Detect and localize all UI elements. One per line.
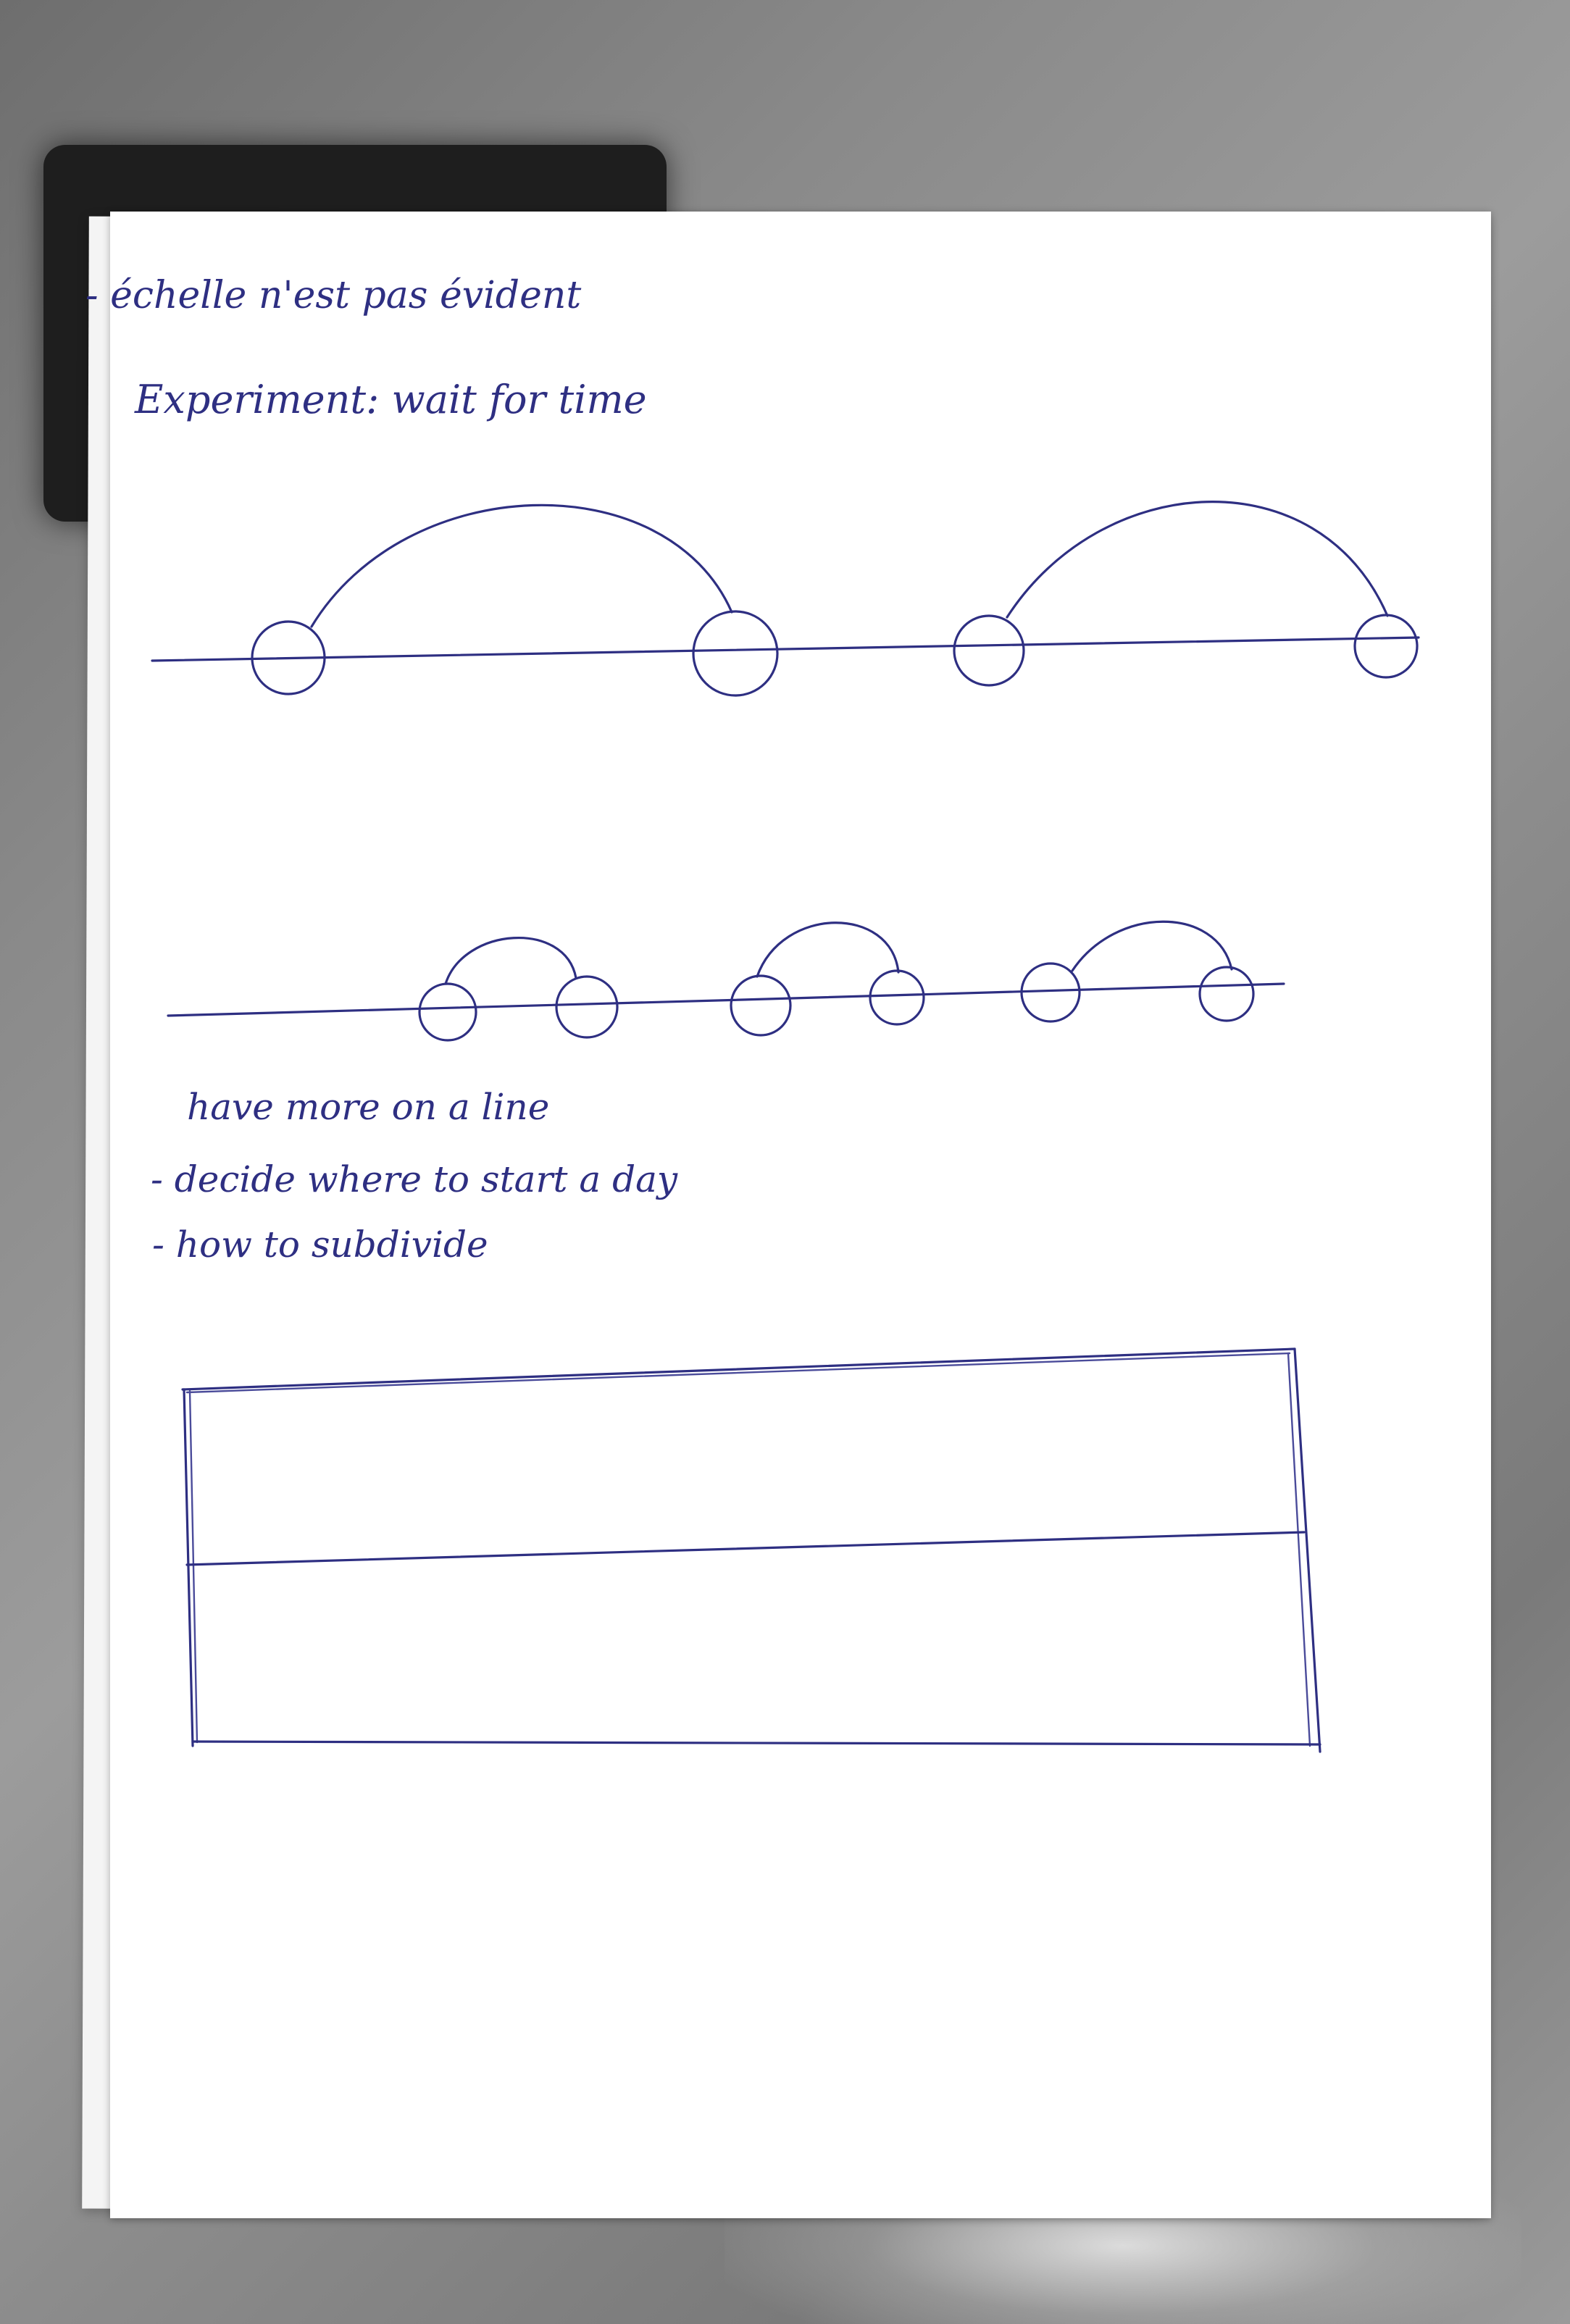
box-top-edge <box>181 1347 1296 1391</box>
note-how-to-subdivide: - how to subdivide <box>152 1224 488 1266</box>
timeline-2-arc-1 <box>444 937 577 985</box>
box-divider-line <box>185 1531 1306 1566</box>
timeline-2-arc-2 <box>756 921 900 978</box>
timeline-1-node-2 <box>692 610 779 697</box>
timeline-2-node-4 <box>869 969 925 1026</box>
two-row-box-sketch <box>181 1347 1321 1753</box>
box-bottom-edge <box>191 1740 1321 1746</box>
timeline-2-node-1 <box>418 982 477 1042</box>
timeline-2-node-3 <box>730 974 792 1037</box>
note-decide-where: - decide where to start a day <box>151 1158 678 1200</box>
timeline-1-node-4 <box>1353 614 1419 679</box>
timeline-2-node-5 <box>1020 962 1081 1023</box>
note-echelle: - échelle n'est pas évident <box>85 274 581 317</box>
note-experiment: Experiment: wait for time <box>134 377 647 422</box>
timeline-1-node-1 <box>251 620 326 695</box>
paper-sheet <box>110 212 1491 2218</box>
timeline-2-node-6 <box>1198 966 1255 1022</box>
timeline-1-arc-1 <box>310 503 733 628</box>
box-left-edge <box>183 1388 194 1747</box>
timeline-1-node-3 <box>953 614 1025 687</box>
box-right-edge <box>1293 1347 1321 1753</box>
note-have-more: have more on a line <box>187 1086 549 1128</box>
timeline-long-arcs <box>151 501 1420 697</box>
timeline-1-arc-2 <box>1006 501 1389 619</box>
timeline-short-arcs <box>167 920 1285 1042</box>
timeline-2-axis <box>167 982 1285 1017</box>
timeline-1-axis <box>151 636 1420 662</box>
timeline-2-arc-3 <box>1071 920 1233 972</box>
timeline-2-node-2 <box>555 975 619 1039</box>
